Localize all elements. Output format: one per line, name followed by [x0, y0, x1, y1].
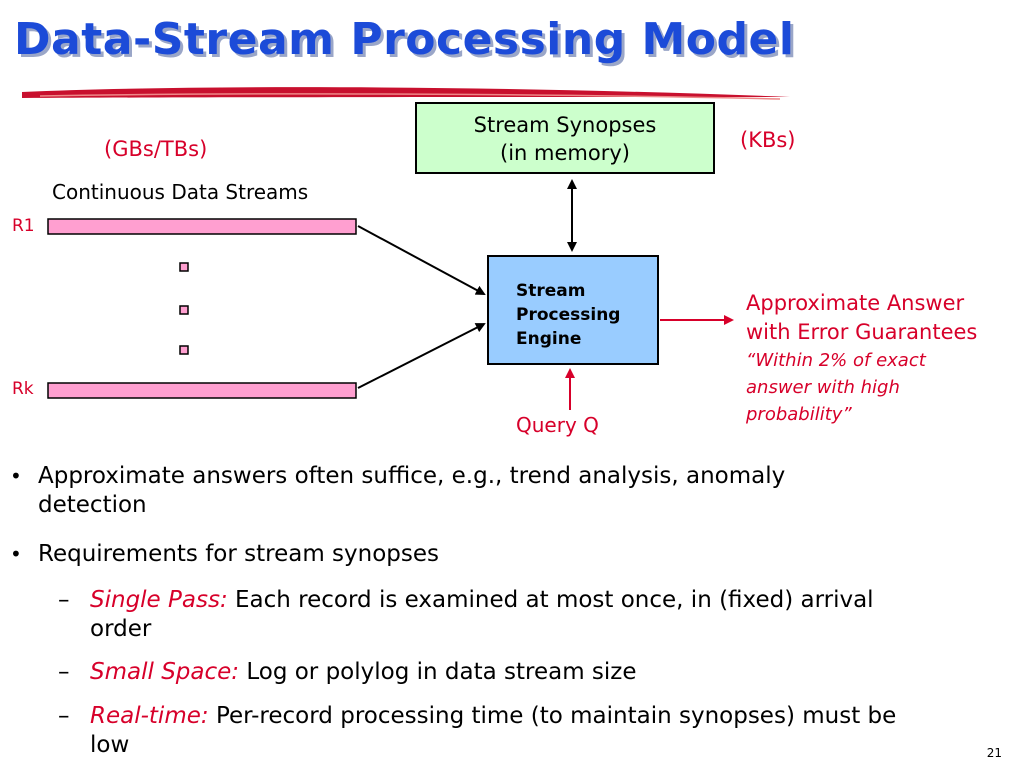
- answer-line: with Error Guarantees: [746, 320, 978, 344]
- bullet-text: Requirements for stream synopses: [38, 541, 440, 567]
- sub-bullet-dash: –: [58, 703, 70, 729]
- streams-label: Continuous Data Streams: [52, 180, 309, 204]
- engine-line: Stream: [516, 281, 586, 301]
- title-underline-shade: [39, 93, 781, 100]
- synopses-box: [415, 102, 715, 174]
- engine-text: Stream Processing Engine: [516, 279, 620, 351]
- sub-bullet-text: Log or polylog in data stream size: [239, 659, 637, 685]
- sub-bullet-label: Small Space:: [90, 659, 240, 685]
- bullet-text: detection: [38, 492, 147, 518]
- stream-label-r1: R1: [12, 216, 35, 236]
- ellipsis-square: [179, 305, 189, 315]
- synopses-line: Stream Synopses: [473, 113, 657, 137]
- bullet-dot: •: [10, 464, 22, 488]
- answer-block: Approximate Answer with Error Guarantees…: [746, 289, 977, 428]
- sub-bullet-text: Each record is examined at most once, in…: [227, 587, 874, 613]
- stream-bar-rk: [47, 382, 357, 399]
- quote-line: answer with high: [746, 377, 900, 398]
- ellipsis-square: [179, 262, 189, 272]
- sub-bullet-dash: –: [58, 659, 70, 685]
- sub-bullet-text: low: [90, 732, 130, 758]
- quote-line: probability”: [746, 404, 852, 425]
- query-label: Query Q: [516, 413, 599, 437]
- sub-bullet-text: order: [90, 616, 152, 642]
- bullet-dot: •: [10, 542, 22, 566]
- gbs-label: (GBs/TBs): [104, 137, 208, 161]
- page-number: 21: [986, 746, 1002, 760]
- stream-bar-r1: [47, 218, 357, 235]
- synopses-line: (in memory): [500, 141, 630, 165]
- slide-title: Data-Stream Processing Model: [14, 14, 795, 65]
- answer-line: Approximate Answer: [746, 291, 965, 315]
- engine-line: Engine: [516, 329, 582, 349]
- sub-bullet-dash: –: [58, 587, 70, 613]
- sub-bullet-label: Real-time:: [90, 703, 209, 729]
- quote-line: “Within 2% of exact: [746, 350, 926, 371]
- engine-line: Processing: [516, 305, 621, 325]
- synopses-text: Stream Synopses (in memory): [416, 111, 714, 167]
- arrow-r1-to-engine: [357, 225, 486, 295]
- engine-box: [487, 255, 659, 365]
- stream-label-rk: Rk: [12, 379, 34, 399]
- sub-bullet-text: Per-record processing time (to maintain …: [208, 703, 897, 729]
- ellipsis-square: [179, 345, 189, 355]
- sub-bullet-label: Single Pass:: [90, 587, 228, 613]
- kbs-label: (KBs): [740, 128, 796, 152]
- arrow-rk-to-engine: [357, 323, 486, 389]
- bullet-text: Approximate answers often suffice, e.g.,…: [38, 463, 786, 489]
